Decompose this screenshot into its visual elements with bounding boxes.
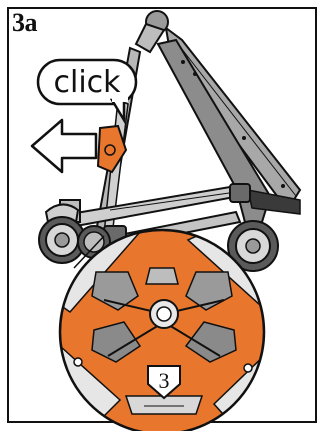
click-callout: click bbox=[38, 60, 136, 120]
stroller-frame bbox=[70, 11, 300, 248]
push-direction-arrow bbox=[32, 120, 96, 172]
badge-number: 3 bbox=[159, 368, 170, 393]
click-text: click bbox=[53, 65, 121, 100]
